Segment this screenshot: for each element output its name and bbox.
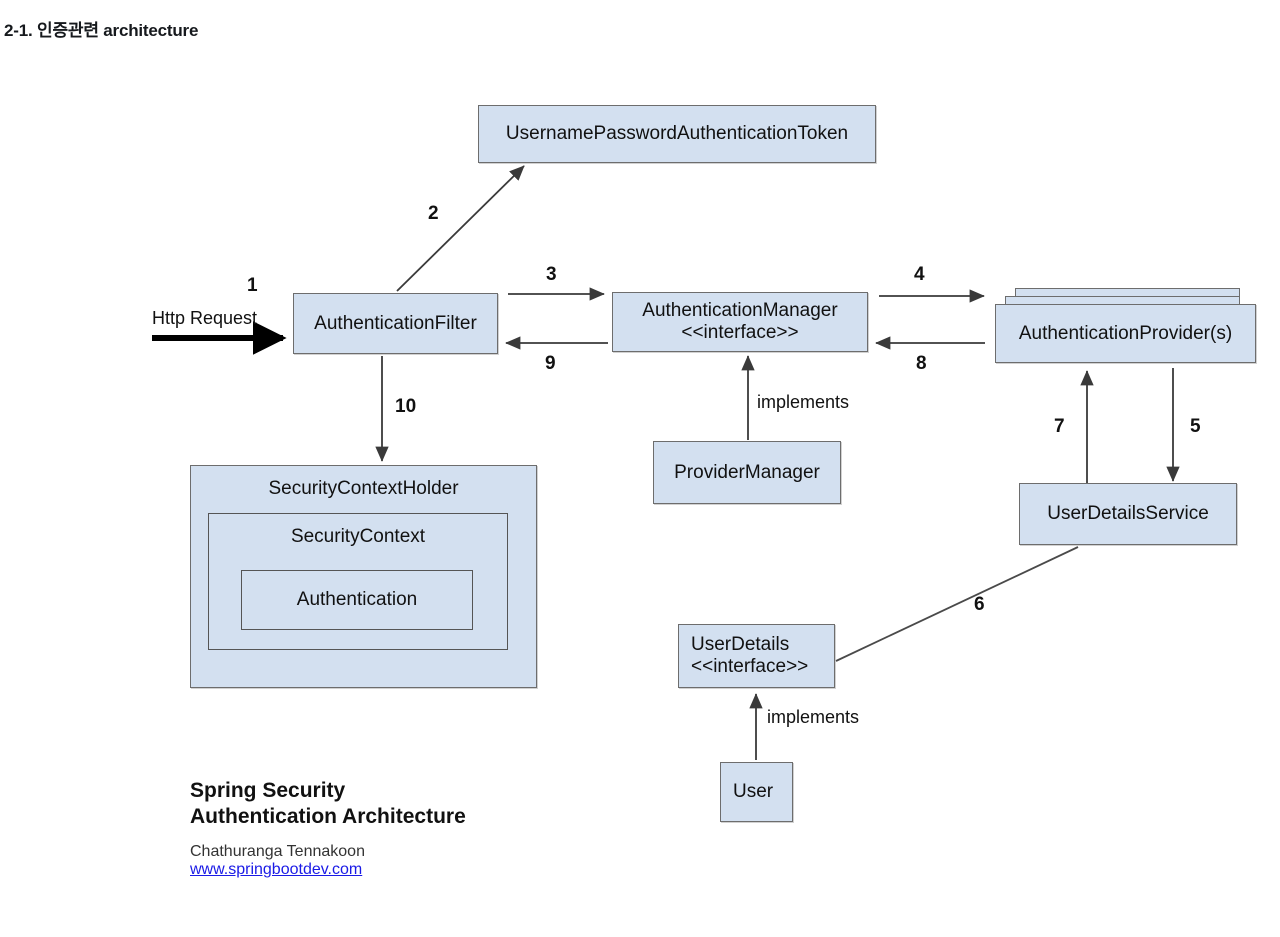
edge-label-3: 3 (546, 264, 557, 285)
node-label: SecurityContext (290, 526, 426, 547)
edge-label-4: 4 (914, 264, 925, 285)
node-authentication[interactable]: Authentication (241, 570, 473, 630)
node-authentication-manager[interactable]: AuthenticationManager <<interface>> (612, 292, 868, 352)
node-provider-manager[interactable]: ProviderManager (653, 441, 841, 504)
edge-label-1: 1 (247, 275, 258, 296)
credits-title-line2: Authentication Architecture (190, 805, 466, 829)
node-label: SecurityContextHolder (268, 478, 459, 499)
credits-website-link[interactable]: www.springbootdev.com (190, 860, 363, 878)
edge-label-6: 6 (974, 594, 985, 615)
node-label: AuthenticationFilter (314, 312, 477, 334)
node-authentication-provider[interactable]: AuthenticationProvider(s) (995, 304, 1256, 363)
edge-label-http-request: Http Request (152, 308, 258, 328)
node-label: UserDetails (691, 634, 790, 656)
edge-label-7: 7 (1054, 416, 1065, 437)
edge-label-implements-user: implements (767, 707, 860, 727)
node-label: UserDetailsService (1047, 503, 1209, 525)
node-label: UsernamePasswordAuthenticationToken (505, 123, 849, 145)
node-stereotype: <<interface>> (681, 322, 799, 343)
edge-label-implements-provider-manager: implements (757, 392, 850, 412)
edge-label-2: 2 (428, 203, 439, 224)
node-label: ProviderManager (674, 461, 820, 483)
node-username-password-authentication-token[interactable]: UsernamePasswordAuthenticationToken (478, 105, 876, 163)
diagram-credits: Spring Security Authentication Architect… (190, 778, 466, 879)
page-title: 2-1. 인증관련 architecture (4, 21, 199, 40)
edge-label-9: 9 (545, 353, 556, 374)
node-user-details-service[interactable]: UserDetailsService (1019, 483, 1237, 545)
edge-2-filter-to-token (396, 165, 525, 292)
edge-label-5: 5 (1190, 416, 1201, 437)
node-user-details[interactable]: UserDetails <<interface>> (678, 624, 835, 688)
edge-label-8: 8 (916, 353, 927, 374)
node-user[interactable]: User (720, 762, 793, 822)
edge-6-user-details-to-service (835, 546, 1079, 662)
credits-title-line1: Spring Security (190, 779, 346, 802)
edge-label-10: 10 (395, 396, 417, 417)
node-label: AuthenticationProvider(s) (1018, 322, 1233, 344)
node-stereotype: <<interface>> (691, 656, 809, 677)
node-label: User (733, 781, 774, 803)
node-label: AuthenticationManager (642, 300, 838, 322)
credits-author: Chathuranga Tennakoon (190, 842, 365, 860)
node-authentication-filter[interactable]: AuthenticationFilter (293, 293, 498, 354)
node-label: Authentication (296, 589, 418, 611)
